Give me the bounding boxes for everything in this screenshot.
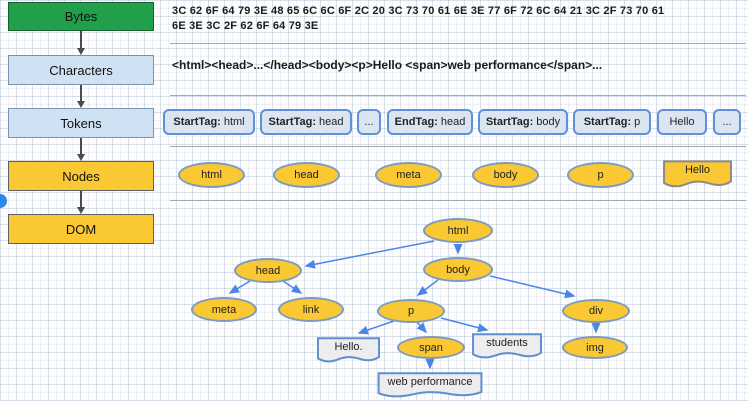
token-value: ... — [364, 116, 374, 128]
note-label: web performance — [387, 376, 473, 388]
token-value: Hello — [669, 116, 695, 128]
stage-label: Nodes — [62, 168, 100, 184]
token-value: body — [536, 116, 561, 128]
token-type: StartTag: — [485, 116, 534, 128]
row-separator — [170, 95, 746, 96]
stage-label: DOM — [65, 221, 97, 237]
canvas-marker-dot — [0, 194, 7, 208]
node-ellipse-body: body — [472, 162, 539, 188]
row-separator — [170, 43, 746, 44]
flow-arrow-down-icon — [77, 31, 85, 55]
tree-node-div: div — [562, 299, 630, 323]
flow-arrow-down-icon — [77, 191, 85, 214]
tree-node-meta: meta — [191, 297, 257, 322]
tree-textnode-web-performance: web performance — [377, 372, 483, 398]
pipeline-stage-dom: DOM — [8, 214, 154, 244]
flow-arrow-down-icon — [77, 138, 85, 161]
token-starttag-head: StartTag: head — [260, 109, 352, 135]
token-value: head — [318, 116, 344, 128]
token-value: ... — [722, 116, 732, 128]
token-value: head — [440, 116, 466, 128]
flow-arrow-down-icon — [77, 85, 85, 108]
node-ellipse-html: html — [178, 162, 245, 188]
row-separator — [170, 200, 746, 201]
characters-text: <html><head>...</head><body><p>Hello <sp… — [172, 58, 603, 72]
tree-node-p: p — [377, 299, 445, 323]
document-shape-icon — [472, 333, 542, 359]
token-starttag-p: StartTag: p — [573, 109, 651, 135]
note-label: students — [486, 337, 528, 349]
token-starttag-body: StartTag: body — [478, 109, 568, 135]
token-value: html — [223, 116, 245, 128]
bytes-line-1: 3C 62 6F 64 79 3E 48 65 6C 6C 6F 2C 20 3… — [172, 5, 665, 17]
bytes-line-2: 6E 3E 3C 2F 62 6F 64 79 3E — [172, 20, 319, 32]
token-ellipsis: ... — [357, 109, 381, 135]
pipeline-stage-nodes: Nodes — [8, 161, 154, 191]
document-shape-icon — [317, 337, 380, 363]
tree-node-img: img — [562, 336, 628, 359]
node-ellipse-meta: meta — [375, 162, 442, 188]
bytes-hex-text: 3C 62 6F 64 79 3E 48 65 6C 6C 6F 2C 20 3… — [172, 4, 738, 34]
note-label: Hello — [684, 164, 711, 176]
node-ellipse-p: p — [567, 162, 634, 188]
tree-textnode-students: students — [472, 333, 542, 359]
stage-label: Bytes — [64, 9, 98, 24]
token-type: StartTag: — [268, 116, 316, 128]
node-note-hello: Hello — [663, 160, 732, 188]
stage-label: Characters — [49, 62, 113, 78]
token-value: p — [634, 116, 641, 128]
stage-label: Tokens — [60, 115, 102, 131]
tree-textnode-hello: Hello. — [317, 337, 380, 363]
pipeline-stage-bytes: Bytes — [8, 2, 154, 31]
pipeline-stage-tokens: Tokens — [8, 108, 154, 138]
tree-node-link: link — [278, 297, 344, 322]
token-hello: Hello — [657, 109, 707, 135]
token-type: StartTag: — [173, 116, 221, 128]
document-shape-icon — [377, 372, 483, 398]
token-type: EndTag: — [394, 116, 438, 128]
token-starttag-html: StartTag: html — [163, 109, 255, 135]
row-separator — [170, 146, 746, 147]
token-type: StartTag: — [583, 116, 632, 128]
node-ellipse-head: head — [273, 162, 340, 188]
token-endtag-head: EndTag: head — [387, 109, 473, 135]
tree-node-span: span — [397, 336, 465, 359]
token-ellipsis: ... — [713, 109, 741, 135]
note-label: Hello. — [334, 341, 363, 353]
pipeline-stage-characters: Characters — [8, 55, 154, 85]
tree-node-html: html — [423, 218, 493, 243]
document-shape-icon — [663, 160, 732, 188]
tree-node-head: head — [234, 258, 302, 283]
tree-node-body: body — [423, 257, 493, 282]
